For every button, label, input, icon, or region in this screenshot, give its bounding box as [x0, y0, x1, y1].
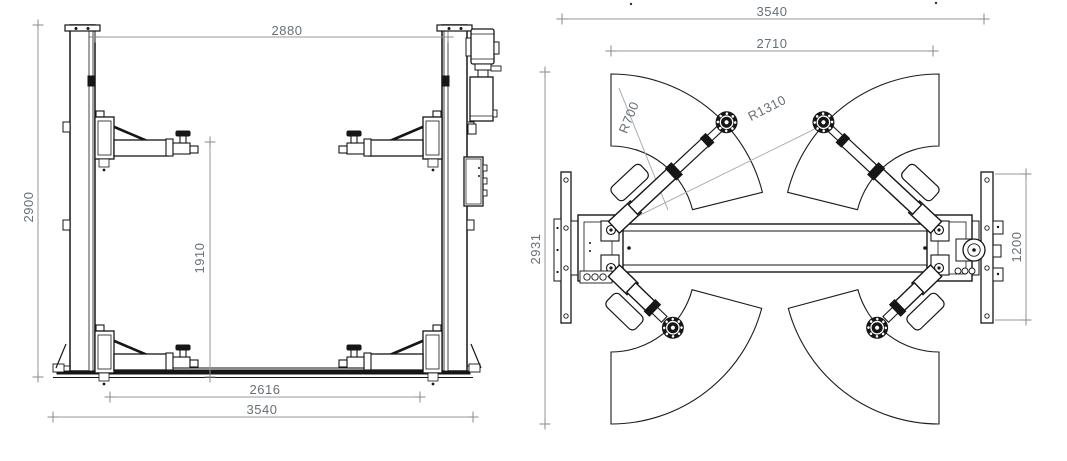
left-arm-lowered — [93, 323, 200, 387]
control-box — [463, 156, 488, 207]
dim-label-front-overall-width: 3540 — [247, 402, 278, 417]
right-column — [436, 24, 475, 372]
dim-label-front-base-inner-width: 2616 — [250, 382, 281, 397]
dim-label-plan-base-length: 1200 — [1009, 232, 1024, 263]
dim-front-columns-width: 2880 — [89, 23, 454, 43]
dim-plan-overall-width: 3540 — [556, 4, 990, 25]
plan-view: R700 R1310 3540 2710 2931 1200 — [528, 1, 1032, 430]
dim-front-overall-height: 2900 — [21, 19, 44, 383]
right-arm-lowered — [337, 323, 444, 387]
front-view: 2880 2900 1910 2616 3540 — [21, 19, 502, 423]
power-unit — [465, 28, 502, 135]
leader-r1310 — [629, 121, 830, 221]
left-column — [62, 24, 101, 372]
dim-front-overall-width: 3540 — [47, 402, 479, 423]
left-base-plate — [553, 171, 572, 324]
right-base-plate — [980, 171, 1004, 324]
arm-sweep-envelopes — [610, 73, 940, 425]
dim-label-plan-overall-width: 3540 — [757, 4, 788, 19]
cross-beam — [621, 223, 929, 273]
dim-label-front-columns-width: 2880 — [272, 23, 303, 38]
right-arm-raised — [337, 109, 444, 173]
dim-label-arm-radius-max: R1310 — [745, 92, 788, 124]
dim-plan-overall-depth: 2931 — [528, 66, 551, 430]
reference-point-right — [934, 1, 938, 5]
left-arm-raised — [93, 109, 200, 173]
dim-front-lifting-height: 1910 — [192, 136, 216, 383]
dim-front-base-inner-width: 2616 — [104, 382, 426, 403]
dim-plan-clear-width: 2710 — [605, 36, 939, 57]
dim-label-plan-overall-depth: 2931 — [528, 234, 543, 265]
dim-label-plan-clear-width: 2710 — [757, 36, 788, 51]
sweep-lower-right — [787, 289, 940, 425]
reference-point-left — [629, 2, 633, 6]
dim-label-front-lifting-height: 1910 — [192, 243, 207, 274]
plan-motor — [954, 238, 1002, 275]
dim-plan-base-length: 1200 — [995, 168, 1032, 326]
dim-label-front-overall-height: 2900 — [21, 192, 36, 223]
